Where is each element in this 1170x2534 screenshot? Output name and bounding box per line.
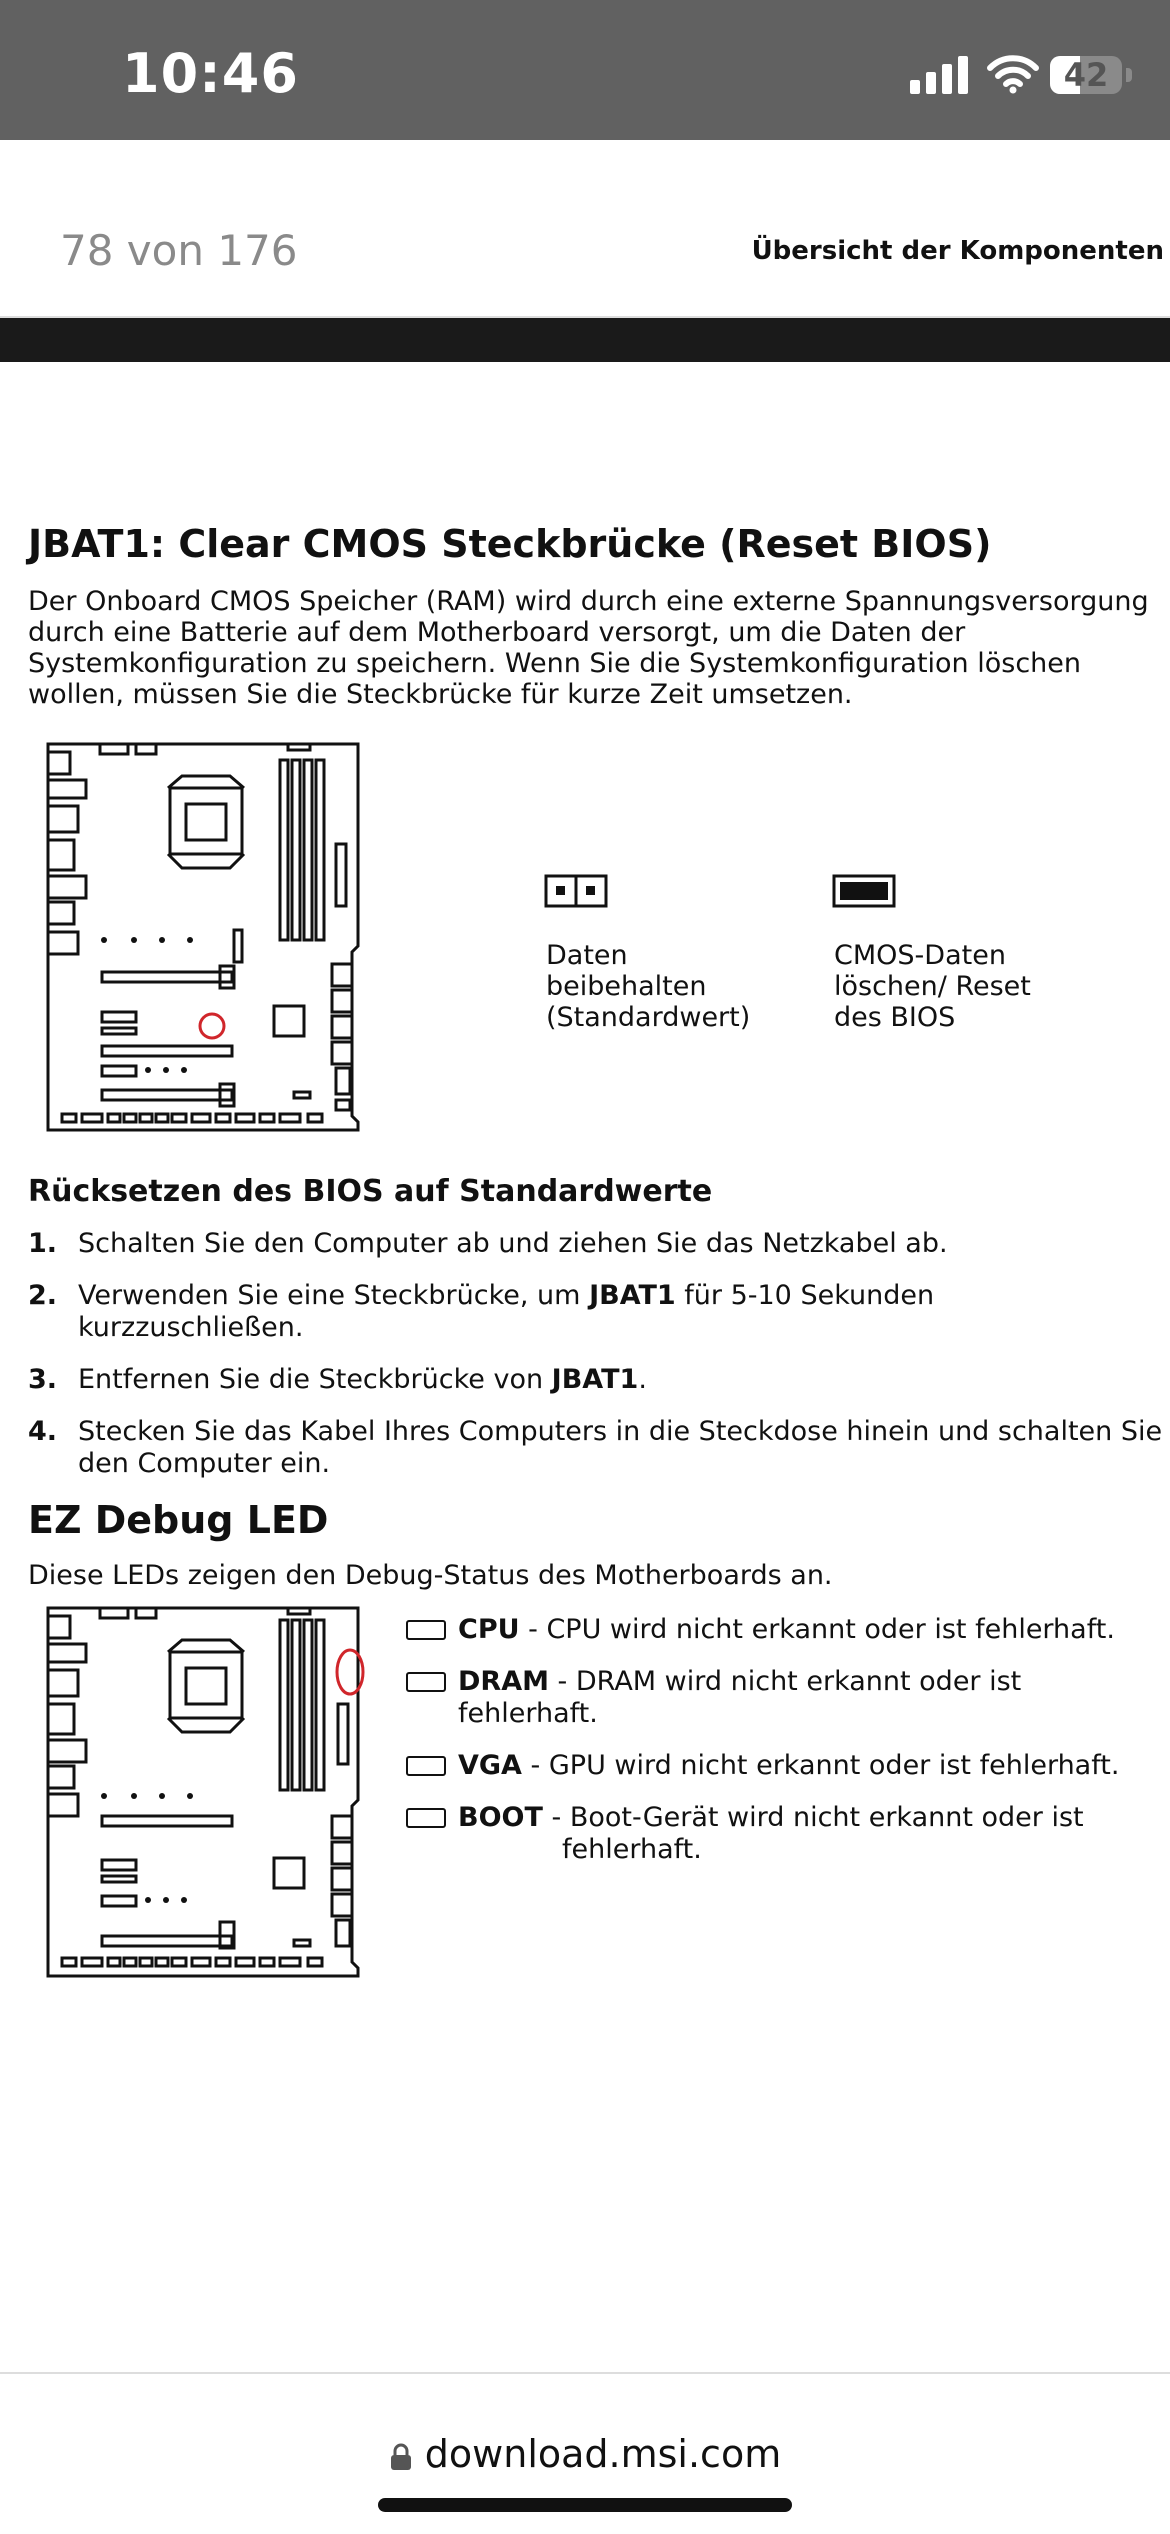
led-desc-cont: fehlerhaft. bbox=[562, 1834, 702, 1865]
jumper-keep-line-1: Daten bbox=[546, 940, 628, 971]
jumper-clear-label: CMOS-Daten löschen/ Reset des BIOS bbox=[834, 940, 1031, 1033]
led-key: BOOT bbox=[458, 1802, 543, 1833]
step-number: 2. bbox=[28, 1280, 58, 1311]
motherboard-diagram-jbat bbox=[46, 742, 360, 1132]
jbat-paragraph: Der Onboard CMOS Speicher (RAM) wird dur… bbox=[28, 586, 1149, 710]
jumper-shorted-icon bbox=[832, 874, 896, 908]
step-text: Stecken Sie das Kabel Ihres Computers in… bbox=[78, 1416, 1163, 1479]
battery-level: 42 bbox=[1063, 56, 1109, 94]
led-desc: - DRAM wird nicht erkannt oder ist fehle… bbox=[458, 1666, 1022, 1729]
motherboard-diagram-ezdebug bbox=[46, 1606, 365, 1978]
step-text: Schalten Sie den Computer ab und ziehen … bbox=[78, 1228, 948, 1259]
led-desc: - Boot-Gerät wird nicht erkannt oder ist bbox=[542, 1802, 1084, 1833]
led-indicator-icon bbox=[406, 1756, 446, 1776]
list-item: 3. Entfernen Sie die Steckbrücke von JBAT… bbox=[28, 1364, 1163, 1396]
address-bar[interactable]: download.msi.com bbox=[0, 2432, 1170, 2476]
document-page[interactable]: JBAT1: Clear CMOS Steckbrücke (Reset BIO… bbox=[0, 362, 1170, 2372]
step-text-end: . bbox=[638, 1364, 647, 1395]
browser-bottom-bar: download.msi.com bbox=[0, 2372, 1170, 2534]
battery-tip bbox=[1126, 68, 1132, 82]
led-desc: - CPU wird nicht erkannt oder ist fehler… bbox=[519, 1614, 1115, 1645]
wifi-icon bbox=[987, 55, 1039, 94]
led-indicator-icon bbox=[406, 1808, 446, 1828]
status-icons: 42 bbox=[890, 54, 1170, 98]
step-text-end: für 5-10 Sekunden kurzzuschließen. bbox=[78, 1280, 935, 1343]
lock-icon bbox=[390, 2443, 411, 2470]
jumper-keep-line-2: beibehalten bbox=[546, 971, 707, 1002]
step-bold: JBAT1 bbox=[551, 1364, 639, 1395]
status-time: 10:46 bbox=[122, 42, 299, 105]
led-key: CPU bbox=[458, 1614, 520, 1645]
page-counter: 78 von 176 bbox=[60, 226, 298, 275]
led-indicator-icon bbox=[406, 1620, 446, 1640]
step-text: Verwenden Sie eine Steckbrücke, um bbox=[78, 1280, 590, 1311]
step-number: 1. bbox=[28, 1228, 58, 1259]
list-item: 1. Schalten Sie den Computer ab und ziehe… bbox=[28, 1228, 1163, 1260]
led-row-vga: VGA - GPU wird nicht erkannt oder ist fe… bbox=[406, 1750, 1166, 1782]
battery-icon: 42 bbox=[1050, 56, 1122, 94]
jumper-keep-label: Daten beibehalten (Standardwert) bbox=[546, 940, 750, 1033]
led-key: VGA bbox=[458, 1750, 522, 1781]
jumper-keep-line-3: (Standardwert) bbox=[546, 1002, 751, 1033]
led-row-boot: BOOT - Boot-Gerät wird nicht erkannt ode… bbox=[406, 1802, 1166, 1866]
step-number: 3. bbox=[28, 1364, 58, 1395]
jumper-clear-line-1: CMOS-Daten bbox=[834, 940, 1006, 971]
jumper-open-icon bbox=[544, 874, 608, 908]
list-item: 4. Stecken Sie das Kabel Ihres Computers … bbox=[28, 1416, 1163, 1480]
url-text: download.msi.com bbox=[424, 2432, 782, 2476]
pdf-header: 78 von 176 Übersicht der Komponenten bbox=[0, 140, 1170, 318]
jumper-clear-line-3: des BIOS bbox=[834, 1002, 956, 1033]
led-row-dram: DRAM - DRAM wird nicht erkannt oder ist … bbox=[406, 1666, 1166, 1730]
cellular-signal-icon bbox=[910, 56, 968, 94]
led-key: DRAM bbox=[458, 1666, 549, 1697]
page-header-bar bbox=[0, 318, 1170, 362]
led-legend: CPU - CPU wird nicht erkannt oder ist fe… bbox=[406, 1614, 1166, 1886]
home-indicator[interactable] bbox=[378, 2498, 792, 2512]
section-title: Übersicht der Komponenten bbox=[751, 236, 1164, 266]
led-row-cpu: CPU - CPU wird nicht erkannt oder ist fe… bbox=[406, 1614, 1166, 1646]
jbat-heading: JBAT1: Clear CMOS Steckbrücke (Reset BIO… bbox=[28, 522, 992, 566]
step-text: Entfernen Sie die Steckbrücke von bbox=[78, 1364, 552, 1395]
list-item: 2. Verwenden Sie eine Steckbrücke, um JBA… bbox=[28, 1280, 1163, 1344]
reset-steps-list: 1. Schalten Sie den Computer ab und ziehe… bbox=[28, 1228, 1163, 1500]
jumper-clear-line-2: löschen/ Reset bbox=[834, 971, 1031, 1002]
step-bold: JBAT1 bbox=[589, 1280, 676, 1311]
led-desc: - GPU wird nicht erkannt oder ist fehler… bbox=[521, 1750, 1120, 1781]
status-bar: 10:46 42 bbox=[0, 0, 1170, 140]
ezdebug-heading: EZ Debug LED bbox=[28, 1498, 329, 1542]
reset-heading: Rücksetzen des BIOS auf Standardwerte bbox=[28, 1174, 713, 1209]
battery-fill bbox=[1050, 56, 1081, 94]
step-number: 4. bbox=[28, 1416, 58, 1447]
led-indicator-icon bbox=[406, 1672, 446, 1692]
ezdebug-paragraph: Diese LEDs zeigen den Debug-Status des M… bbox=[28, 1560, 833, 1591]
